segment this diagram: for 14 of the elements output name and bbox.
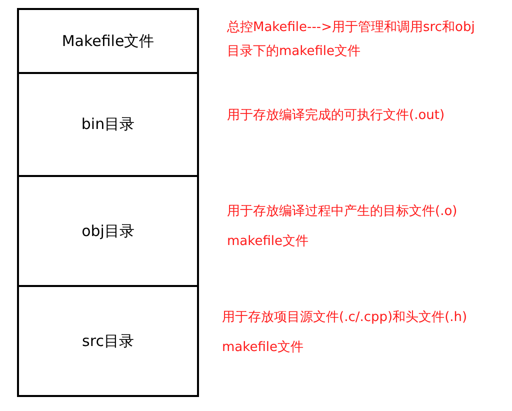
directory-box bbox=[17, 285, 199, 397]
directory-box bbox=[17, 175, 199, 287]
annotation-text: 用于存放编译过程中产生的目标文件(.o) bbox=[227, 203, 458, 221]
annotation-text: 用于存放编译完成的可执行文件(.out) bbox=[227, 107, 445, 125]
directory-box bbox=[17, 8, 199, 74]
annotation-text: makefile文件 bbox=[222, 339, 304, 357]
box-label: src目录 bbox=[82, 332, 134, 350]
box-label: obj目录 bbox=[82, 222, 134, 240]
box-label: Makefile文件 bbox=[62, 32, 154, 50]
annotation-text: 总控Makefile--->用于管理和调用src和obj目录下的makefile文件 bbox=[227, 19, 476, 61]
annotation-text: 用于存放项目源文件(.c/.cpp)和头文件(.h) bbox=[222, 309, 468, 327]
box-label: bin目录 bbox=[81, 115, 135, 134]
annotation-text: makefile文件 bbox=[227, 233, 308, 251]
directory-box bbox=[17, 72, 199, 177]
